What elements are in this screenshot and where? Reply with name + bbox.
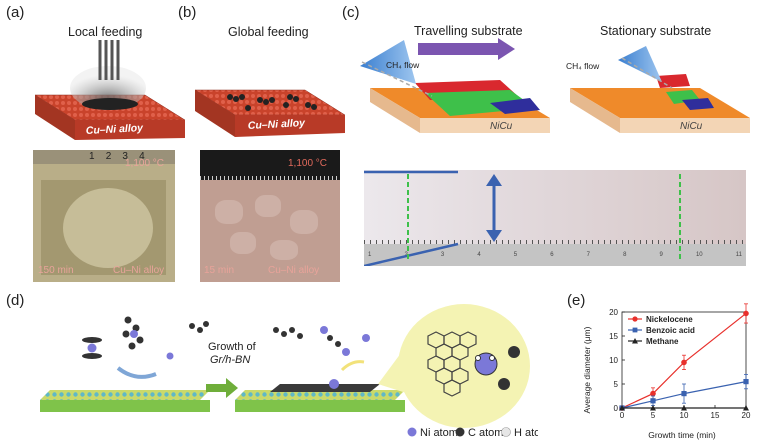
panel-a-temperature: 1,100 °C (125, 158, 165, 169)
panel-d-label: (d) (6, 292, 25, 309)
x-tick-label: 5 (651, 411, 656, 420)
substrate-label-right: NiCu (680, 121, 703, 132)
substrate-illustration: CH₄ flow NiCu CH₄ flow NiCu (360, 38, 750, 133)
travel-arrow (418, 43, 498, 55)
data-point-benzoic-acid (743, 379, 749, 385)
panel-b-title: Global feeding (228, 25, 309, 39)
panel-a-material: Cu–Ni alloy (113, 265, 165, 276)
panel-b-temperature: 1,100 °C (288, 158, 328, 169)
panel-c-right-title: Stationary substrate (600, 24, 712, 38)
data-point-nickelocene (681, 359, 687, 366)
atom-legend: Ni atom C atom H atom (407, 427, 538, 439)
panel-a-title: Local feeding (68, 25, 143, 39)
series-line-nickelocene (621, 312, 747, 409)
y-tick-label: 10 (609, 356, 618, 365)
substrate-label-left: NiCu (490, 121, 513, 132)
data-point-methane (650, 405, 656, 411)
photo-ruler-a: 1 2 3 4 (89, 151, 145, 162)
x-tick-label: 15 (711, 411, 720, 420)
nickelocene-molecule (82, 337, 102, 359)
global-feeding-illustration: Cu–Ni alloy (194, 89, 346, 137)
x-tick-label: 0 (620, 411, 625, 420)
panel-a-label: (a) (6, 4, 25, 21)
growth-label-line2: Gr/h-BN (210, 354, 250, 366)
data-point-methane (681, 405, 687, 411)
legend-marker (632, 316, 638, 322)
data-point-methane (619, 405, 625, 411)
y-tick-label: 15 (609, 332, 618, 341)
data-point-methane (743, 405, 749, 411)
local-feeding-illustration: Cu–Ni alloy (34, 40, 186, 140)
diameter-chart: Average diameter (μm) Growth time (min) … (582, 303, 751, 440)
panel-c-photo: 1234567891011 (364, 170, 746, 266)
legend-label: Methane (646, 337, 679, 346)
legend-marker (632, 327, 638, 333)
x-tick-label: 10 (680, 411, 689, 420)
panel-a-time: 150 min (38, 265, 74, 276)
growth-illustration: Growth of Gr/h-BN Ni atom C atom H atom (40, 304, 538, 439)
growth-label-line1: Growth of (208, 341, 257, 353)
panel-e-label: (e) (567, 292, 586, 309)
y-tick-label: 5 (614, 380, 619, 389)
gas-label-right: CH₄ flow (566, 61, 600, 71)
panel-a-surface-label: Cu–Ni alloy (86, 122, 145, 137)
x-tick-label: 20 (742, 411, 751, 420)
legend-ni-atom: Ni atom (420, 427, 458, 439)
panel-b-photo: 1,100 °C 15 min Cu–Ni alloy (200, 150, 340, 282)
panel-c-label: (c) (342, 4, 360, 21)
legend-label: Benzoic acid (646, 326, 695, 335)
data-point-nickelocene (650, 390, 656, 397)
panel-a-photo: 1 2 3 4 1,100 °C 150 min Cu–Ni alloy (33, 150, 175, 282)
panel-b-surface-label: Cu–Ni alloy (248, 117, 307, 132)
y-tick-label: 20 (609, 308, 618, 317)
legend-label: Nickelocene (646, 315, 693, 324)
chart-x-axis-label: Growth time (min) (648, 430, 716, 440)
panel-c-left-title: Travelling substrate (414, 24, 523, 38)
y-tick-label: 0 (614, 404, 619, 413)
graphene-lattice (427, 331, 477, 397)
data-point-benzoic-acid (650, 398, 656, 404)
series-line-benzoic-acid (621, 381, 747, 409)
data-point-nickelocene (743, 310, 749, 317)
data-point-benzoic-acid (681, 391, 687, 397)
legend-h-atom: H atom (514, 427, 538, 439)
chart-y-axis-label: Average diameter (μm) (582, 326, 592, 413)
panel-b-time: 15 min (204, 265, 235, 276)
panel-b-label: (b) (178, 4, 197, 21)
legend-c-atom: C atom (468, 427, 503, 439)
gas-label-left: CH₄ flow (386, 60, 420, 70)
panel-b-material: Cu–Ni alloy (268, 265, 320, 276)
legend-marker (632, 338, 638, 344)
